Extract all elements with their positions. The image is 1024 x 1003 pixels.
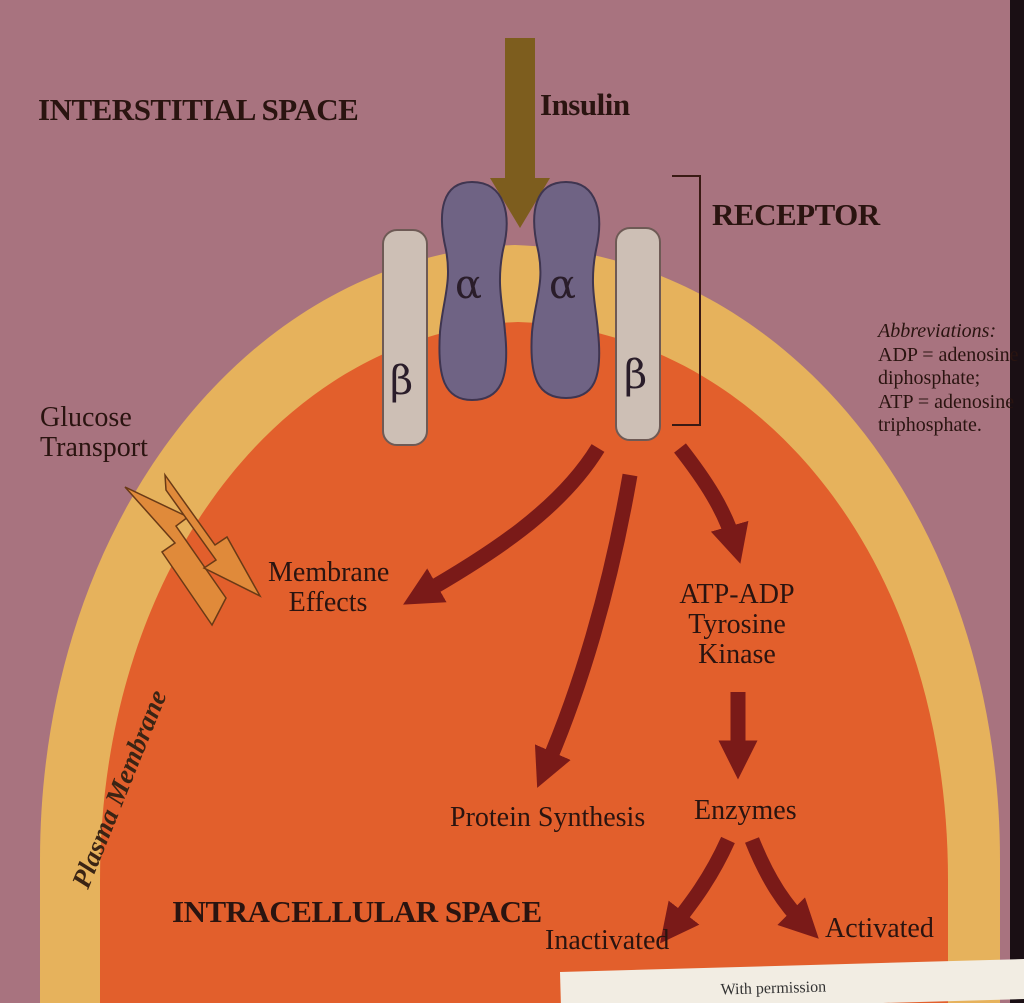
- membrane-effects-line-1: Membrane: [268, 557, 390, 588]
- beta-label-right: β: [624, 352, 648, 398]
- abbreviation-line-2: diphosphate;: [878, 367, 981, 390]
- cytoplasm-area: [100, 322, 948, 1003]
- enzymes-label: Enzymes: [694, 795, 797, 826]
- caption-text: With permission: [720, 978, 827, 999]
- beta-subunit-left: [382, 229, 428, 446]
- background-vignette: [1010, 0, 1024, 1003]
- receptor-bracket: [672, 175, 701, 426]
- intracellular-space-label: INTRACELLULAR SPACE: [172, 894, 542, 929]
- arrow-to-activated: [745, 837, 819, 939]
- abbreviations-heading: Abbreviations:: [878, 320, 997, 342]
- inactivated-label: Inactivated: [545, 925, 670, 956]
- protein-synthesis-label: Protein Synthesis: [450, 802, 646, 833]
- arrow-to-tyrosine-kinase: [674, 443, 749, 564]
- abbreviations-box: Abbreviations: ADP = adenosine diphospha…: [878, 320, 1019, 438]
- arrow-to-protein-synthesis: [534, 473, 638, 788]
- glucose-transport-line-1: Glucose: [40, 402, 132, 433]
- insulin-arrow: [490, 38, 550, 228]
- glucose-transport-line-2: Transport: [40, 432, 148, 464]
- tyrosine-kinase-line-1: ATP-ADP: [679, 579, 795, 610]
- arrow-to-inactivated: [659, 836, 735, 944]
- arrow-to-membrane-effects: [403, 444, 605, 605]
- interstitial-space-label: INTERSTITIAL SPACE: [38, 92, 359, 127]
- tyrosine-kinase-line-2: Tyrosine: [688, 609, 786, 641]
- glucose-arrow-out: [124, 486, 227, 627]
- tyrosine-kinase-line-3: Kinase: [698, 639, 776, 671]
- membrane-effects-label: Membrane Effects: [268, 557, 390, 619]
- alpha-label-right: α: [549, 262, 577, 308]
- abbreviation-line-3: ATP = adenosine: [878, 390, 1015, 413]
- abbreviation-line-1: ADP = adenosine: [878, 343, 1019, 366]
- abbreviation-line-4: triphosphate.: [878, 414, 982, 437]
- glucose-transport-arrows: [124, 472, 262, 627]
- alpha-subunit-right: [530, 180, 601, 400]
- alpha-subunit-left: [438, 180, 508, 402]
- activated-label: Activated: [825, 913, 934, 944]
- signal-arrows: [403, 443, 819, 944]
- beta-label-left: β: [390, 358, 414, 404]
- receptor-label: RECEPTOR: [712, 197, 880, 232]
- membrane-effects-line-2: Effects: [288, 587, 368, 619]
- glucose-arrow-in: [164, 472, 262, 598]
- tyrosine-kinase-label: ATP-ADP Tyrosine Kinase: [672, 579, 802, 671]
- insulin-label: Insulin: [540, 87, 630, 122]
- glucose-transport-label: Glucose Transport: [40, 402, 148, 464]
- alpha-label-left: α: [455, 262, 483, 308]
- beta-subunit-right: [615, 227, 661, 441]
